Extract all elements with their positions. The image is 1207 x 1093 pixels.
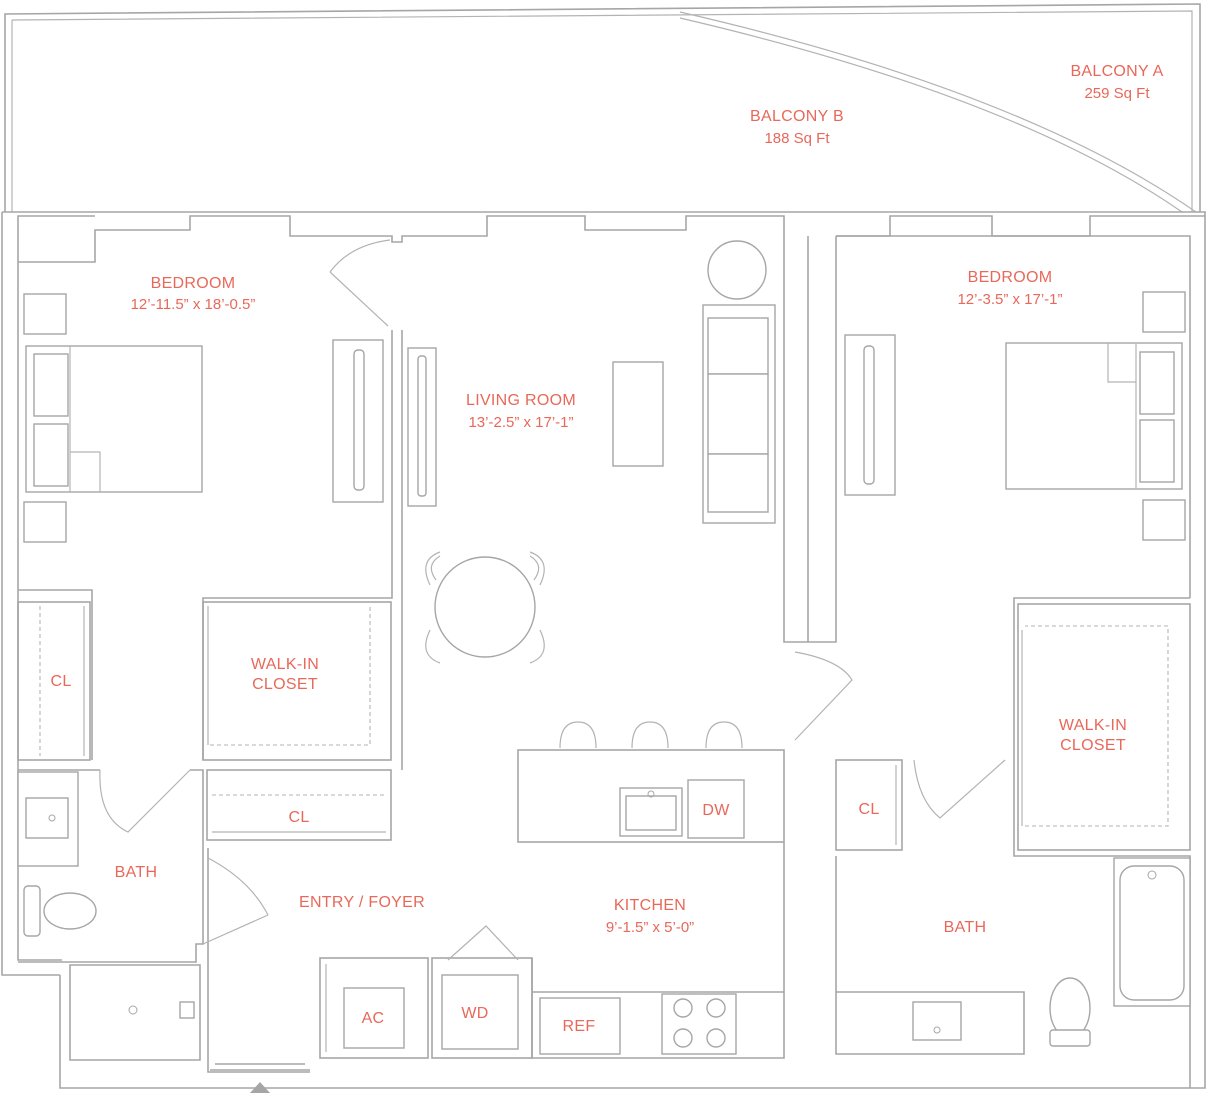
bathtub — [1113, 857, 1191, 1007]
refrigerator-label: REF — [563, 1018, 596, 1035]
nightstand-top-right — [1142, 291, 1186, 333]
bedroom-right-name: BEDROOM — [968, 269, 1053, 286]
nightstand-top-left — [23, 293, 67, 335]
bed-right — [1005, 342, 1183, 490]
bath-right-label: BATH — [944, 919, 987, 936]
living-room-name: LIVING ROOM — [466, 392, 576, 409]
living-room-dims: 13’-2.5” x 17’-1” — [468, 414, 573, 431]
tv-console — [407, 347, 437, 507]
sofa — [702, 304, 776, 524]
dresser-right — [844, 334, 896, 496]
bath-right — [835, 856, 1191, 1055]
bedroom-right-dims: 12’-3.5” x 17’-1” — [957, 291, 1062, 308]
bath-left — [17, 769, 204, 1019]
toilet-left — [23, 885, 97, 937]
closet-left — [17, 601, 91, 761]
walkin-right-line2: CLOSET — [1060, 737, 1126, 754]
dining-table — [425, 551, 545, 664]
ac-closet — [319, 957, 429, 1059]
toilet-right — [1049, 977, 1091, 1047]
entry-arrow-icon — [250, 1082, 270, 1093]
kitchen-name: KITCHEN — [614, 897, 686, 914]
dresser-left — [332, 339, 384, 503]
entry-label: ENTRY / FOYER — [299, 894, 425, 911]
entry-foyer — [202, 848, 310, 1093]
bed-left — [25, 345, 203, 493]
walkin-right-line1: WALK-IN — [1059, 717, 1127, 734]
stove — [661, 993, 737, 1055]
nightstand-bottom-left — [23, 501, 67, 543]
closet-right — [835, 759, 1006, 851]
walkin-left-line2: CLOSET — [252, 676, 318, 693]
side-table — [707, 240, 767, 300]
balcony-a-name: BALCONY A — [1070, 63, 1163, 80]
closet-right-label: CL — [858, 801, 879, 818]
living-room — [401, 236, 853, 770]
bath-left-label: BATH — [115, 864, 158, 881]
walkin-closet-right — [1017, 603, 1191, 851]
walkin-closet-left — [202, 601, 392, 761]
exterior-walls — [1, 211, 1206, 1089]
dishwasher — [687, 779, 745, 839]
bedroom-left-name: BEDROOM — [151, 275, 236, 292]
balcony-a-area: 259 Sq Ft — [1084, 85, 1150, 102]
ac-label: AC — [362, 1010, 385, 1027]
nightstand-bottom-right — [1142, 499, 1186, 541]
closet-left-label: CL — [50, 673, 71, 690]
wd-label: WD — [461, 1005, 488, 1022]
dishwasher-label: DW — [702, 802, 730, 819]
closet-hall-label: CL — [288, 809, 309, 826]
balcony-b-area: 188 Sq Ft — [764, 130, 830, 147]
bar-stools — [559, 721, 743, 749]
closet-hall — [206, 769, 392, 841]
wd-closet — [431, 925, 533, 1059]
coffee-table — [612, 361, 664, 467]
sink-right — [912, 1001, 962, 1041]
bedroom-left — [18, 239, 393, 760]
bedroom-left-dims: 12’-11.5” x 18’-0.5” — [131, 296, 256, 313]
balcony-b-name: BALCONY B — [750, 108, 844, 125]
sink-left — [17, 771, 79, 867]
bedroom-right — [844, 291, 1191, 1088]
refrigerator — [539, 997, 621, 1055]
kitchen-sink — [619, 787, 683, 837]
walkin-left-line1: WALK-IN — [251, 656, 319, 673]
kitchen-dims: 9’-1.5” x 5’-0” — [606, 919, 694, 936]
shower-left — [128, 1001, 195, 1019]
kitchen — [517, 721, 785, 1059]
balcony-outline — [4, 3, 1201, 213]
